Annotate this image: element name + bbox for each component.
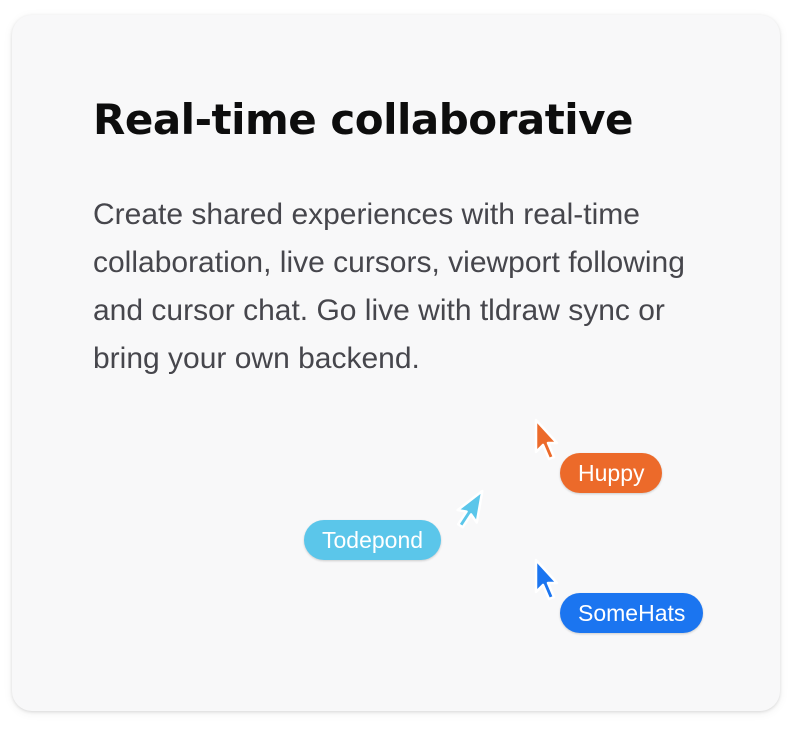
feature-card: Real-time collaborative Create shared ex… (12, 15, 780, 711)
collaborator-label-somehats: SomeHats (560, 593, 704, 633)
collaborator-label-todepond: Todepond (304, 520, 442, 560)
card-description: Create shared experiences with real-time… (93, 198, 685, 375)
card-title: Real-time collaborative (93, 95, 634, 144)
pointer-arrow-icon (533, 418, 559, 462)
pointer-arrow-icon (533, 558, 559, 602)
collaborator-label-huppy: Huppy (560, 453, 663, 493)
pointer-arrow-icon (456, 487, 484, 531)
